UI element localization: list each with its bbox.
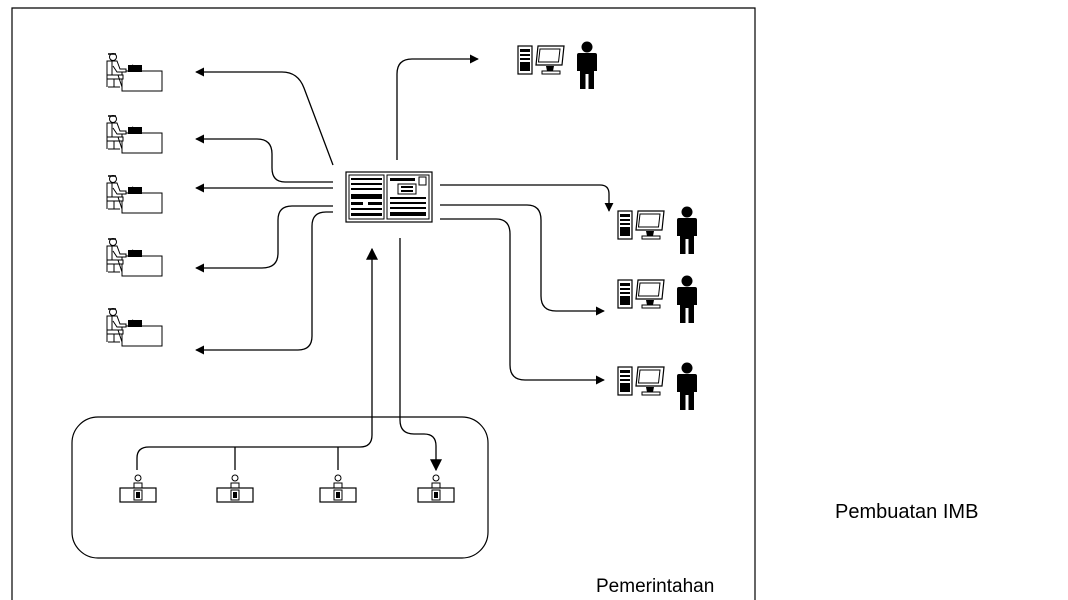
connector-arrow xyxy=(396,54,479,160)
connector-arrow xyxy=(440,218,605,385)
government-boundary xyxy=(11,7,756,600)
connector-arrow xyxy=(136,247,378,470)
service-counter-icon xyxy=(119,474,157,503)
workstation-user-icon xyxy=(617,361,698,411)
desk-worker-icon xyxy=(106,174,163,214)
desk-worker-icon xyxy=(106,114,163,154)
government-boundary-label: Pemerintahan xyxy=(596,576,715,597)
connector-arrow xyxy=(399,238,442,472)
desk-worker-icon xyxy=(106,307,163,347)
service-counter-icon xyxy=(216,474,254,503)
desk-worker-icon xyxy=(106,52,163,92)
diagram-title: Pembuatan IMB xyxy=(835,501,979,523)
connector-arrow xyxy=(440,184,614,212)
counter-group-box xyxy=(71,416,489,559)
service-counter-icon xyxy=(417,474,455,503)
connector-arrow xyxy=(195,67,334,166)
central-server-icon xyxy=(345,171,433,223)
service-counter-icon xyxy=(319,474,357,503)
workstation-user-icon xyxy=(517,40,598,90)
connector-arrow xyxy=(195,134,333,183)
desk-worker-icon xyxy=(106,237,163,277)
connector-arrow xyxy=(195,205,333,273)
workstation-user-icon xyxy=(617,205,698,255)
workstation-user-icon xyxy=(617,274,698,324)
connector-arrow xyxy=(440,204,605,316)
connector-arrow xyxy=(195,211,333,355)
